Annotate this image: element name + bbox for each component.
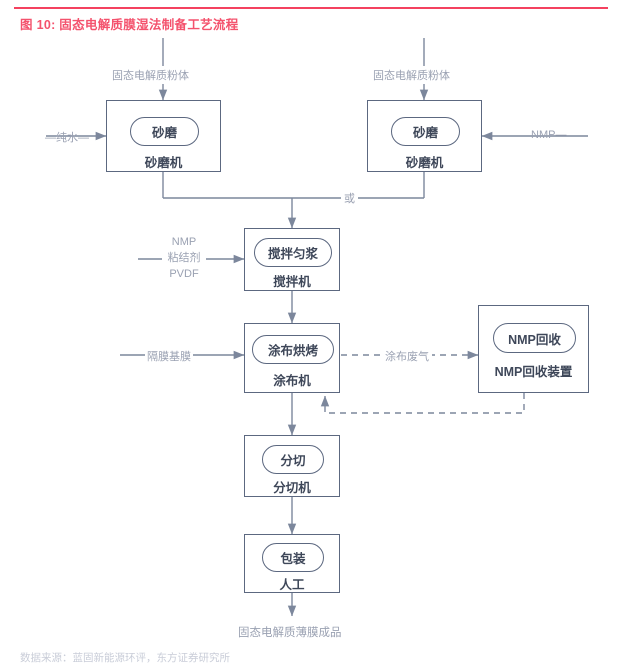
node-coater[interactable]: 涂布烘烤 涂布机 — [244, 323, 340, 393]
label-coating-exhaust: 涂布废气 — [382, 348, 432, 364]
label-input-nmp-right: NMP— — [531, 129, 567, 141]
node-nmp-recovery-pill: NMP回收 — [493, 323, 576, 353]
node-slitter[interactable]: 分切 分切机 — [244, 435, 340, 497]
node-sandmill-left[interactable]: 砂磨 砂磨机 — [106, 100, 221, 172]
node-sandmill-right-pill: 砂磨 — [391, 117, 460, 146]
node-coater-sublabel: 涂布机 — [273, 374, 311, 388]
node-mixer-sublabel: 搅拌机 — [273, 275, 311, 289]
label-mixer-input-pvdf: PVDF — [169, 268, 199, 280]
label-mixer-input-binder: 粘结剂 — [162, 251, 206, 266]
node-packaging-pill: 包装 — [262, 543, 324, 572]
label-or-junction: 或 — [341, 190, 358, 206]
page-title: 图 10: 固态电解质膜湿法制备工艺流程 — [20, 18, 239, 32]
label-mixer-input-nmp: NMP — [171, 236, 197, 248]
node-packaging[interactable]: 包装 人工 — [244, 534, 340, 593]
source-footnote: 数据来源：蓝固新能源环评，东方证券研究所 — [20, 652, 230, 664]
node-sandmill-left-sublabel: 砂磨机 — [144, 156, 183, 170]
label-feed-left: 固态电解质粉体 — [112, 70, 189, 82]
label-feed-right: 固态电解质粉体 — [373, 70, 450, 82]
label-final-output: 固态电解质薄膜成品 — [238, 627, 342, 639]
label-input-pure-water: —纯水— — [45, 132, 89, 144]
node-nmp-recovery[interactable]: NMP回收 NMP回收装置 — [478, 305, 589, 393]
label-coater-input-base-film: 隔膜基膜 — [145, 348, 193, 364]
node-sandmill-left-pill: 砂磨 — [130, 117, 199, 146]
node-slitter-pill: 分切 — [262, 445, 324, 474]
node-nmp-recovery-sublabel: NMP回收装置 — [494, 365, 573, 379]
node-mixer[interactable]: 搅拌匀浆 搅拌机 — [244, 228, 340, 291]
node-coater-pill: 涂布烘烤 — [252, 335, 334, 364]
node-sandmill-right[interactable]: 砂磨 砂磨机 — [367, 100, 482, 172]
title-divider-rule — [14, 7, 608, 9]
node-mixer-pill: 搅拌匀浆 — [254, 238, 332, 267]
node-packaging-sublabel: 人工 — [279, 578, 305, 592]
node-sandmill-right-sublabel: 砂磨机 — [405, 156, 444, 170]
node-slitter-sublabel: 分切机 — [273, 481, 311, 495]
